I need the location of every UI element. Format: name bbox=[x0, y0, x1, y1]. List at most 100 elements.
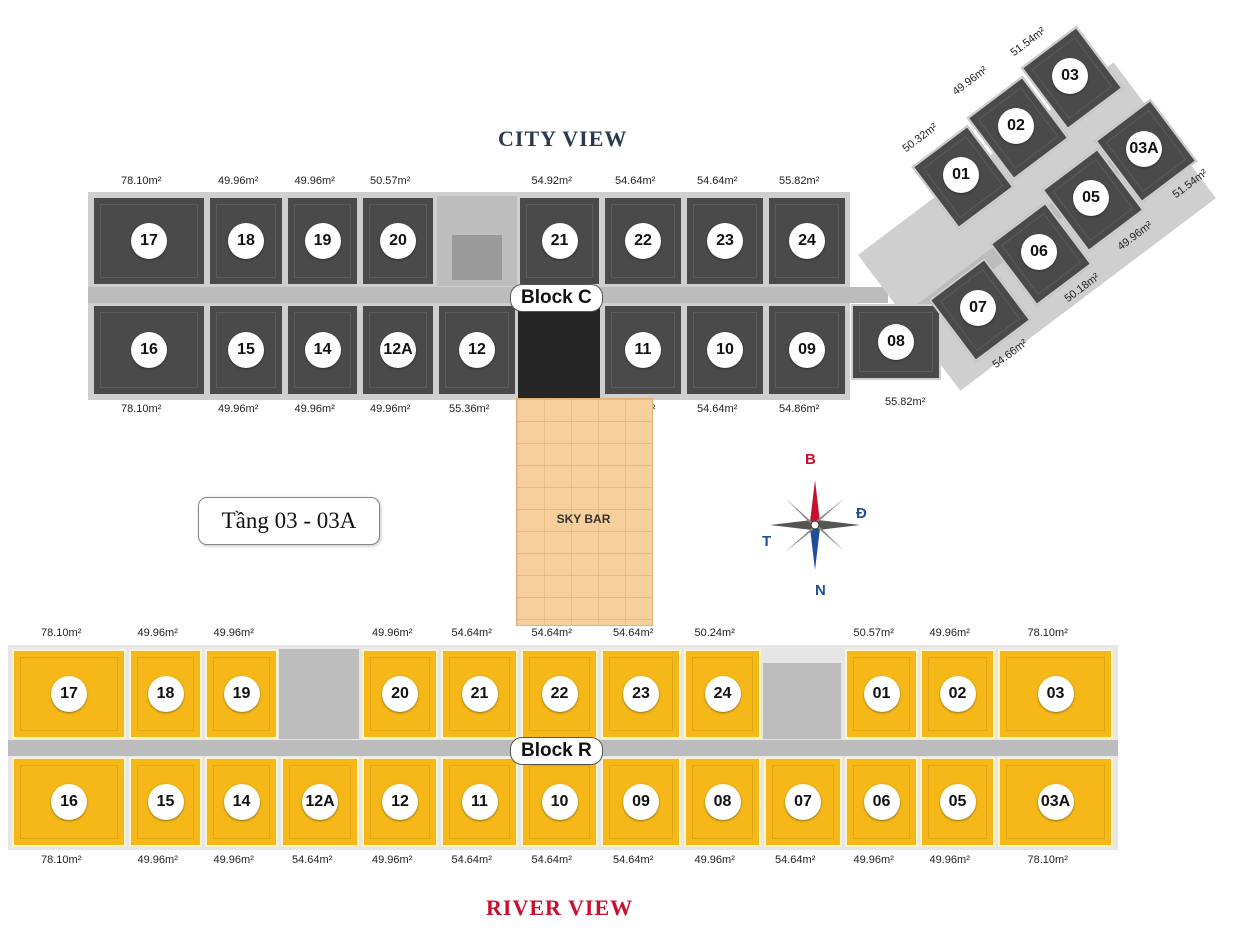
city-view-title: CITY VIEW bbox=[498, 126, 628, 151]
unit-number-badge: 05 bbox=[1073, 180, 1109, 216]
unit-number-badge: 16 bbox=[131, 332, 167, 368]
unit-number-badge: 21 bbox=[461, 676, 498, 712]
unit-area-label: 50.57m² bbox=[853, 627, 894, 639]
unit-area-label: 78.10m² bbox=[1027, 627, 1068, 639]
unit-area-label: 49.96m² bbox=[213, 627, 254, 639]
apartment-unit[interactable]: 03A bbox=[998, 757, 1113, 847]
apartment-unit[interactable]: 21 bbox=[518, 196, 601, 286]
apartment-unit[interactable]: 14 bbox=[205, 757, 278, 847]
apartment-unit[interactable]: 12 bbox=[437, 304, 517, 396]
unit-area-label: 54.64m² bbox=[531, 627, 572, 639]
apartment-unit[interactable]: 16 bbox=[12, 757, 126, 847]
compass-south: N bbox=[815, 582, 826, 599]
apartment-unit[interactable]: 20 bbox=[361, 196, 435, 286]
apartment-unit[interactable]: 19 bbox=[286, 196, 359, 286]
unit-number-badge: 09 bbox=[789, 332, 825, 368]
apartment-unit[interactable]: 22 bbox=[603, 196, 683, 286]
river-view-title: RIVER VIEW bbox=[486, 895, 634, 920]
apartment-unit[interactable]: 17 bbox=[12, 649, 126, 739]
apartment-unit[interactable]: 24 bbox=[684, 649, 761, 739]
unit-area-label: 78.10m² bbox=[41, 627, 82, 639]
unit-number-badge: 01 bbox=[943, 157, 979, 193]
unit-number-badge: 20 bbox=[382, 676, 418, 712]
unit-number-badge: 12 bbox=[382, 784, 418, 820]
unit-number-badge: 09 bbox=[623, 784, 659, 820]
block-c-corridor bbox=[88, 287, 888, 303]
apartment-unit[interactable]: 10 bbox=[521, 757, 598, 847]
apartment-unit[interactable]: 10 bbox=[685, 304, 765, 396]
apartment-unit[interactable]: 06 bbox=[845, 757, 918, 847]
unit-number-badge: 19 bbox=[304, 223, 341, 259]
unit-number-badge: 12 bbox=[459, 332, 495, 368]
apartment-unit[interactable]: 16 bbox=[92, 304, 206, 396]
apartment-unit[interactable]: 21 bbox=[441, 649, 518, 739]
unit-number-badge: 07 bbox=[785, 784, 821, 820]
unit-number-badge: 07 bbox=[960, 290, 996, 326]
apartment-unit[interactable]: 20 bbox=[362, 649, 438, 739]
unit-area-label: 55.36m² bbox=[449, 403, 490, 415]
apartment-unit[interactable]: 05 bbox=[920, 757, 995, 847]
unit-number-badge: 18 bbox=[147, 676, 184, 712]
unit-number-badge: 22 bbox=[625, 223, 661, 259]
apartment-unit[interactable]: 08 bbox=[851, 304, 941, 380]
apartment-unit[interactable]: 11 bbox=[603, 304, 683, 396]
unit-area-label: 54.92m² bbox=[531, 175, 572, 187]
unit-number-badge: 10 bbox=[707, 332, 743, 368]
apartment-unit[interactable]: 09 bbox=[601, 757, 681, 847]
unit-area-label: 49.96m² bbox=[929, 627, 970, 639]
unit-number-badge: 08 bbox=[878, 324, 914, 360]
unit-area-label: 49.96m² bbox=[294, 403, 335, 415]
unit-number-badge: 15 bbox=[147, 784, 184, 820]
apartment-unit[interactable]: 23 bbox=[601, 649, 681, 739]
apartment-unit[interactable]: 15 bbox=[129, 757, 202, 847]
unit-area-label: 78.10m² bbox=[1027, 854, 1068, 866]
unit-number-badge: 16 bbox=[51, 784, 87, 820]
apartment-unit[interactable]: 11 bbox=[441, 757, 518, 847]
unit-area-label: 54.64m² bbox=[775, 854, 816, 866]
apartment-unit[interactable]: 24 bbox=[767, 196, 847, 286]
unit-number-badge: 11 bbox=[461, 784, 498, 820]
apartment-unit[interactable]: 03 bbox=[998, 649, 1113, 739]
unit-area-label: 49.96m² bbox=[218, 175, 259, 187]
apartment-unit[interactable]: 23 bbox=[685, 196, 765, 286]
unit-number-badge: 03 bbox=[1052, 58, 1088, 94]
unit-number-badge: 23 bbox=[707, 223, 743, 259]
apartment-unit[interactable]: 12A bbox=[361, 304, 435, 396]
unit-area-label: 49.96m² bbox=[213, 854, 254, 866]
unit-area-label: 49.96m² bbox=[372, 854, 413, 866]
unit-number-badge: 20 bbox=[380, 223, 416, 259]
unit-number-badge: 11 bbox=[625, 332, 661, 368]
block-r-label: Block R bbox=[510, 737, 603, 765]
apartment-unit[interactable]: 12 bbox=[362, 757, 438, 847]
apartment-unit[interactable]: 07 bbox=[764, 757, 842, 847]
apartment-unit[interactable]: 01 bbox=[845, 649, 918, 739]
unit-number-badge: 05 bbox=[939, 784, 976, 820]
unit-area-label: 49.96m² bbox=[218, 403, 259, 415]
unit-number-badge: 10 bbox=[541, 784, 578, 820]
apartment-unit[interactable]: 02 bbox=[920, 649, 995, 739]
unit-number-badge: 12A bbox=[380, 332, 416, 368]
unit-area-label: 49.96m² bbox=[294, 175, 335, 187]
unit-area-label: 50.57m² bbox=[370, 175, 411, 187]
apartment-unit[interactable]: 12A bbox=[281, 757, 359, 847]
unit-number-badge: 23 bbox=[623, 676, 659, 712]
unit-area-label: 54.64m² bbox=[613, 627, 654, 639]
apartment-unit[interactable]: 19 bbox=[205, 649, 278, 739]
compass-west: T bbox=[762, 533, 772, 550]
unit-area-label: 54.64m² bbox=[697, 403, 738, 415]
apartment-unit[interactable]: 18 bbox=[208, 196, 284, 286]
apartment-unit[interactable]: 15 bbox=[208, 304, 284, 396]
apartment-unit[interactable]: 09 bbox=[767, 304, 847, 396]
apartment-unit[interactable]: 08 bbox=[684, 757, 761, 847]
apartment-unit[interactable]: 14 bbox=[286, 304, 359, 396]
apartment-unit[interactable]: 22 bbox=[521, 649, 598, 739]
unit-area-label: 55.82m² bbox=[885, 396, 926, 408]
unit-number-badge: 24 bbox=[789, 223, 825, 259]
unit-area-label: 49.96m² bbox=[694, 854, 735, 866]
unit-number-badge: 21 bbox=[541, 223, 578, 259]
apartment-unit[interactable]: 17 bbox=[92, 196, 206, 286]
apartment-unit[interactable]: 18 bbox=[129, 649, 202, 739]
unit-number-badge: 19 bbox=[223, 676, 260, 712]
block-c-core-top-inner bbox=[452, 235, 502, 280]
unit-area-label: 78.10m² bbox=[121, 175, 162, 187]
